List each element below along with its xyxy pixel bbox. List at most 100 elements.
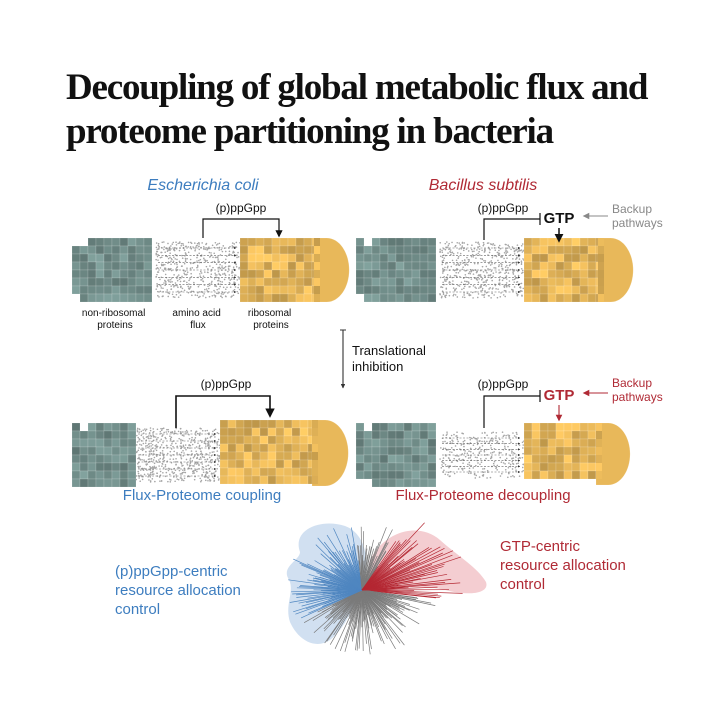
mosaic-tile <box>587 293 597 303</box>
mosaic-tile <box>379 269 389 279</box>
flux-dot <box>446 449 448 451</box>
mosaic-tile <box>251 435 261 445</box>
flux-dot <box>467 260 470 263</box>
mosaic-tile <box>523 430 533 440</box>
mosaic-tile <box>251 427 261 437</box>
mosaic-tile <box>531 253 541 263</box>
flux-dot <box>493 451 495 453</box>
flux-dot <box>445 288 448 290</box>
mosaic-tile <box>143 261 153 271</box>
flux-dot <box>474 456 477 459</box>
flux-dot <box>477 262 479 265</box>
flux-dot <box>459 263 462 265</box>
mosaic-tile <box>103 438 113 448</box>
flux-dot <box>209 436 212 439</box>
mosaic-tile <box>127 430 137 440</box>
flux-dot <box>215 285 218 288</box>
flux-dot <box>175 268 177 270</box>
flux-dot <box>150 460 153 463</box>
mosaic-tile <box>363 454 373 464</box>
flux-dot <box>199 432 201 434</box>
flux-dot <box>180 244 183 247</box>
flux-dot <box>224 288 227 291</box>
flux-dot <box>185 432 187 435</box>
flux-dot <box>448 475 451 478</box>
flux-dot <box>231 274 234 277</box>
flux-dot <box>155 264 158 267</box>
flux-dot <box>518 456 521 459</box>
mosaic-tile <box>596 455 602 463</box>
flux-dot <box>208 432 210 434</box>
flux-dot <box>463 287 465 290</box>
flux-dot <box>469 438 472 441</box>
flux-dot <box>490 447 492 449</box>
mosaic-tile <box>411 285 421 295</box>
mosaic-tile <box>291 419 301 429</box>
flux-dot <box>452 294 455 297</box>
flux-dot <box>208 246 210 248</box>
flux-dot <box>233 282 236 285</box>
flux-dot <box>456 438 459 441</box>
flux-dot <box>507 476 509 479</box>
mosaic-tile <box>547 277 557 287</box>
nonribosomal-label: non-ribosomal proteins <box>82 308 148 331</box>
flux-dot <box>144 445 147 447</box>
flux-dot <box>188 438 191 440</box>
flux-dot <box>139 480 141 483</box>
flux-dot <box>155 455 158 457</box>
mosaic-tile <box>291 475 301 485</box>
flux-dot <box>199 295 201 298</box>
mosaic-tile <box>291 467 301 477</box>
flux-dot <box>507 244 509 247</box>
flux-dot <box>160 276 163 279</box>
flux-dot <box>204 271 206 273</box>
flux-dot <box>206 249 208 251</box>
flux-dot <box>490 437 493 440</box>
flux-dot <box>219 280 222 283</box>
mosaic-tile <box>387 454 397 464</box>
flux-dot <box>223 291 226 294</box>
flux-dot <box>190 430 192 432</box>
flux-dot <box>167 295 170 298</box>
flux-dot <box>489 264 492 266</box>
mosaic-tile <box>411 430 421 440</box>
mosaic-tile <box>263 293 273 303</box>
flux-dot <box>461 245 464 247</box>
flux-dot <box>507 434 509 436</box>
flux-dot <box>487 242 490 244</box>
flux-dot <box>460 248 463 250</box>
flux-dot <box>176 277 178 280</box>
mosaic-tile <box>103 430 113 440</box>
flux-dot <box>208 284 211 287</box>
mosaic-tile <box>127 237 137 247</box>
mosaic-tile <box>563 422 573 432</box>
mosaic-tile <box>403 285 413 295</box>
flux-dot <box>485 281 487 283</box>
mosaic-tile <box>395 285 405 295</box>
mosaic-tile <box>251 459 261 469</box>
mosaic-tile <box>267 419 277 429</box>
flux-dot <box>174 430 176 433</box>
mosaic-tile <box>127 245 137 255</box>
ecoli-top-cell <box>71 236 350 304</box>
mosaic-tile <box>587 454 597 464</box>
mosaic-tile <box>419 285 429 295</box>
flux-dot <box>214 241 217 244</box>
mosaic-tile <box>235 467 245 477</box>
flux-dot <box>440 286 443 288</box>
flux-dot <box>195 446 198 448</box>
flux-dot <box>501 472 503 475</box>
mosaic-tile <box>111 269 121 279</box>
flux-dot <box>445 294 448 296</box>
ecoli-top-nonribosomal-block <box>71 237 153 303</box>
flux-dot <box>177 296 180 298</box>
flux-dot <box>207 285 209 288</box>
mosaic-tile <box>127 285 137 295</box>
flux-dot <box>198 445 201 448</box>
flux-dot <box>441 260 444 262</box>
flux-dot <box>207 441 210 444</box>
flux-dot <box>173 256 175 259</box>
mosaic-tile <box>119 470 129 480</box>
mosaic-tile <box>143 253 153 263</box>
flux-dot <box>475 291 477 293</box>
